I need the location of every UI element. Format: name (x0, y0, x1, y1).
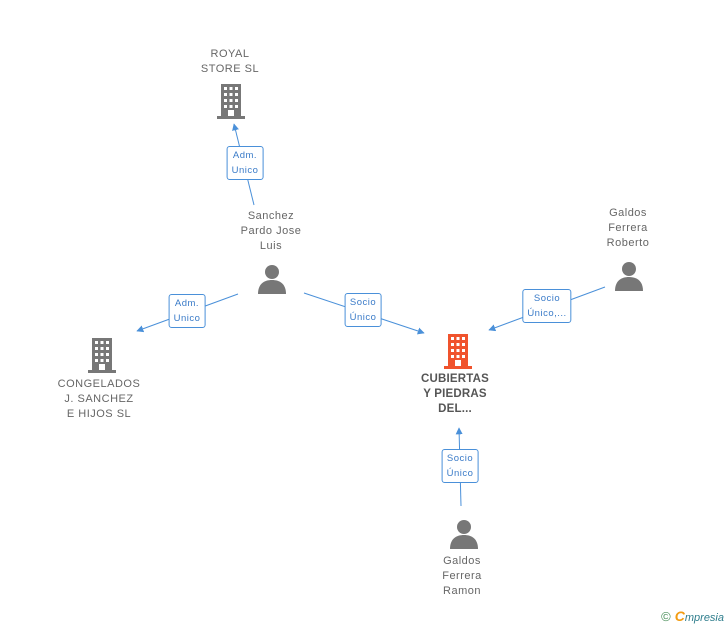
person-icon[interactable] (614, 261, 644, 291)
building-icon[interactable] (86, 338, 118, 373)
brand-initial: C (674, 608, 685, 624)
edge-label-line2: Único,... (527, 308, 567, 319)
node-cubiertas-label[interactable]: CUBIERTAS Y PIEDRAS DEL... (421, 372, 489, 417)
node-sanchez-line1: Sanchez (247, 210, 295, 222)
node-roberto-line2: Ferrera (608, 222, 648, 234)
edge-label-socio-roberto[interactable]: Socio Único,... (522, 289, 572, 323)
edge-label-line2: Unico (173, 313, 201, 324)
edge-label-line1: Socio (349, 297, 377, 308)
node-cubiertas-line3: DEL... (438, 403, 472, 415)
node-sanchez-line3: Luis (259, 240, 283, 252)
node-ramon-line3: Ramon (443, 585, 481, 597)
brand-rest: mpresia (684, 612, 724, 624)
edge-label-socio-ramon[interactable]: Socio Único (441, 449, 479, 483)
person-icon[interactable] (449, 519, 479, 549)
node-sanchez-label[interactable]: Sanchez Pardo Jose Luis (241, 209, 302, 254)
node-congelados-label[interactable]: CONGELADOS J. SANCHEZ E HIJOS SL (58, 377, 141, 422)
brand-logo[interactable]: © Cmpresia (661, 608, 724, 624)
copyright-icon: © (661, 608, 671, 624)
node-congelados-line1: CONGELADOS (57, 378, 141, 390)
edge-label-line2: Único (349, 312, 377, 323)
node-cubiertas-line2: Y PIEDRAS (423, 388, 487, 400)
person-icon[interactable] (257, 264, 287, 294)
node-congelados-line3: E HIJOS SL (66, 408, 132, 420)
edge-label-line1: Socio (446, 453, 474, 464)
edge-label-line2: Unico (231, 165, 259, 176)
node-ramon-label[interactable]: Galdos Ferrera Ramon (442, 554, 482, 599)
edge-label-adm-congelados[interactable]: Adm. Unico (168, 294, 206, 328)
node-roberto-line3: Roberto (606, 237, 650, 249)
node-ramon-line2: Ferrera (442, 570, 482, 582)
building-icon[interactable] (215, 84, 247, 119)
node-royal-line2: STORE SL (200, 63, 260, 75)
edge-label-line1: Adm. (174, 298, 200, 309)
building-icon[interactable] (442, 334, 474, 369)
edge-label-socio-sanchez[interactable]: Socio Único (344, 293, 382, 327)
brand-wordmark: Cmpresia (675, 608, 724, 624)
edge-label-line1: Socio (533, 293, 561, 304)
node-roberto-label[interactable]: Galdos Ferrera Roberto (607, 206, 650, 251)
node-roberto-line1: Galdos (609, 207, 647, 219)
node-royal-label[interactable]: ROYAL STORE SL (201, 47, 259, 77)
edge-label-line1: Adm. (232, 150, 258, 161)
edge-label-line2: Único (446, 468, 474, 479)
node-sanchez-line2: Pardo Jose (240, 225, 302, 237)
node-ramon-line1: Galdos (443, 555, 481, 567)
edge-label-adm-royal[interactable]: Adm. Unico (226, 146, 264, 180)
node-congelados-line2: J. SANCHEZ (64, 393, 134, 405)
node-royal-line1: ROYAL (210, 48, 250, 60)
node-cubiertas-line1: CUBIERTAS (420, 373, 490, 385)
